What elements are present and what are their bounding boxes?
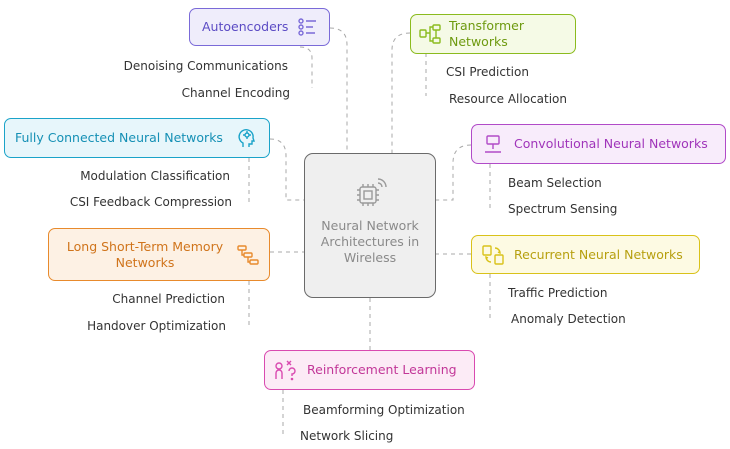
node-label: Convolutional Neural Networks (514, 136, 708, 151)
center-title: Neural Network Architectures in Wireless (320, 218, 420, 265)
leaf-beamforming-optimization: Beamforming Optimization (303, 403, 465, 417)
brain-icon (235, 125, 261, 151)
leaf-network-slicing: Network Slicing (300, 429, 394, 443)
node-reinforcement-learning: Reinforcement Learning (264, 350, 475, 390)
leaf-modulation-classification: Modulation Classification (80, 169, 230, 183)
node-label: Transformer Networks (449, 18, 525, 49)
node-recurrent-neural-networks: Recurrent Neural Networks (471, 235, 700, 274)
leaf-csi-prediction: CSI Prediction (446, 65, 529, 79)
leaf-channel-encoding: Channel Encoding (181, 86, 290, 100)
node-icon (480, 131, 506, 157)
node-convolutional-neural-networks: Convolutional Neural Networks (471, 124, 726, 164)
leaf-spectrum-sensing: Spectrum Sensing (508, 202, 618, 216)
leaf-denoising-communications: Denoising Communications (123, 59, 288, 73)
node-label: Long Short-Term Memory Networks (66, 238, 224, 270)
node-label: Fully Connected Neural Networks (15, 130, 223, 145)
chip-wireless-icon (357, 178, 387, 206)
node-label: Reinforcement Learning (307, 362, 457, 377)
node-fully-connected-neural-networks: Fully Connected Neural Networks (4, 118, 270, 158)
node-lstm-networks: Long Short-Term Memory Networks (48, 228, 270, 281)
hierarchy-icon (417, 21, 443, 47)
leaf-anomaly-detection: Anomaly Detection (511, 312, 626, 326)
cycle-icon (480, 242, 506, 268)
list-icon (295, 14, 321, 40)
node-transformer-networks: Transformer Networks (410, 14, 576, 54)
leaf-csi-feedback-compression: CSI Feedback Compression (69, 195, 232, 209)
center-topic: Neural Network Architectures in Wireless (304, 153, 436, 298)
steps-icon (235, 242, 261, 268)
node-label: Autoencoders (202, 19, 289, 34)
node-autoencoders: Autoencoders (189, 8, 330, 46)
leaf-channel-prediction: Channel Prediction (112, 292, 225, 306)
leaf-traffic-prediction: Traffic Prediction (508, 286, 608, 300)
leaf-beam-selection: Beam Selection (508, 176, 602, 190)
agent-icon (273, 357, 299, 383)
leaf-resource-allocation: Resource Allocation (449, 92, 568, 106)
leaf-handover-optimization: Handover Optimization (87, 319, 226, 333)
node-label: Recurrent Neural Networks (514, 246, 683, 262)
